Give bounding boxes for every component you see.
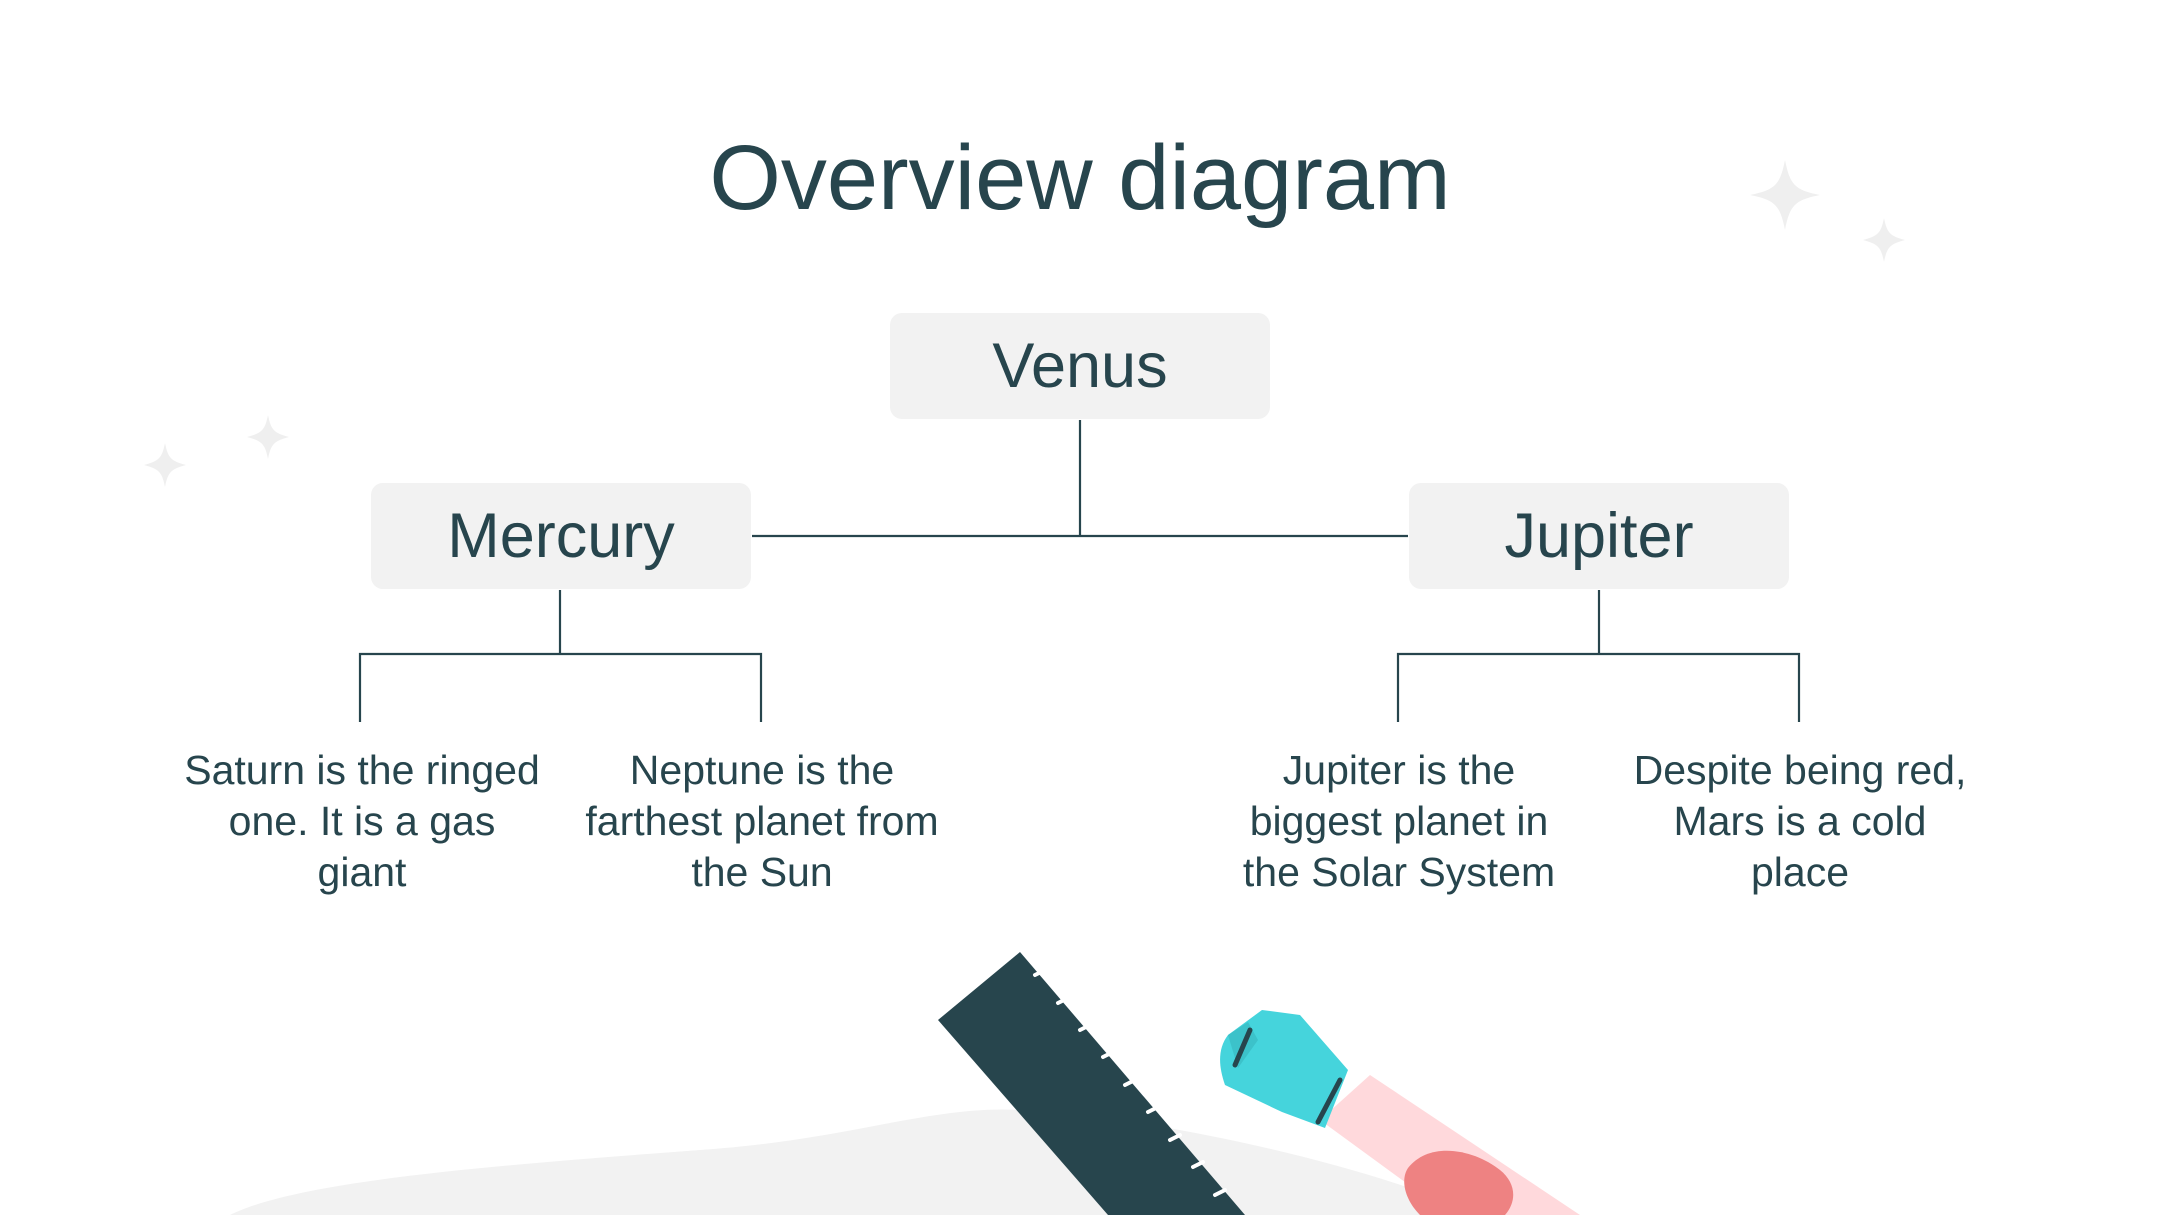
sparkle-icon bbox=[1863, 218, 1905, 262]
leaf-description: Neptune is the farthest planet from the … bbox=[585, 747, 939, 895]
ruler-icon bbox=[938, 952, 1245, 1215]
leaf-description: Jupiter is the biggest planet in the Sol… bbox=[1242, 747, 1556, 895]
leaf-description: Despite being red, Mars is a cold place bbox=[1633, 747, 1967, 895]
leaf-description: Saturn is the ringed one. It is a gas gi… bbox=[184, 747, 540, 895]
sparkle-icon bbox=[1750, 160, 1820, 230]
node-jupiter: Jupiter bbox=[1409, 483, 1789, 589]
sparkle-icon bbox=[144, 443, 186, 487]
node-mercury: Mercury bbox=[371, 483, 751, 589]
marker-icon bbox=[1220, 1010, 1580, 1215]
sparkle-icon bbox=[247, 415, 289, 459]
node-venus: Venus bbox=[890, 313, 1270, 419]
page-title: Overview diagram bbox=[709, 127, 1451, 229]
